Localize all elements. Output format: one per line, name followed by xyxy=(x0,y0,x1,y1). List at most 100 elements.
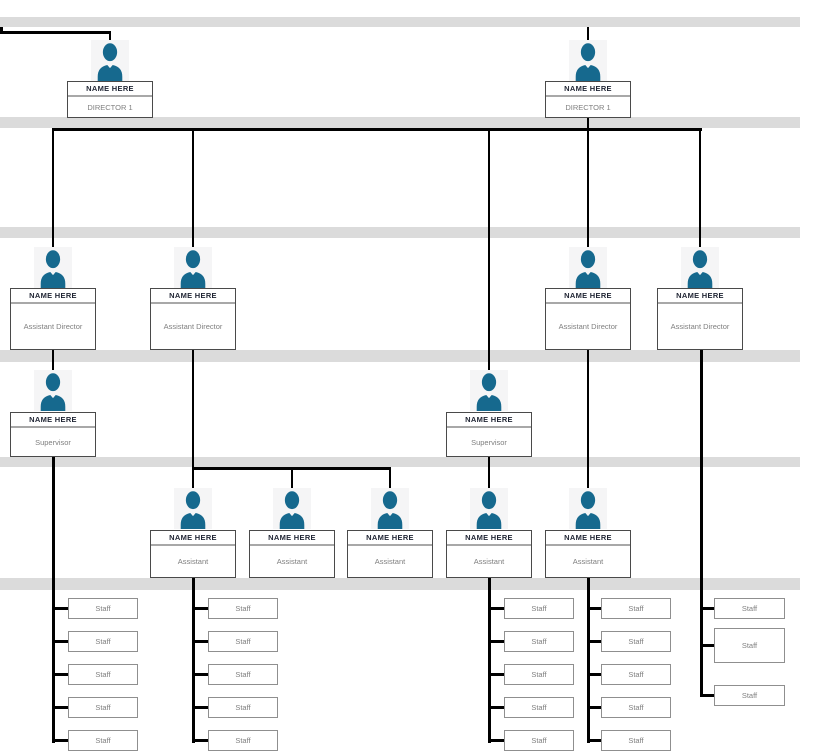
connector-line xyxy=(586,350,589,489)
connector-line xyxy=(487,457,490,489)
lane-band-4 xyxy=(0,350,800,362)
staff-col-2-staff-box-5[interactable]: Staff xyxy=(208,730,278,751)
connector-stub xyxy=(588,739,603,742)
node-box-assistant-4[interactable]: NAME HERE Assistant xyxy=(446,530,532,578)
asst-director-4-person-icon[interactable] xyxy=(681,247,719,288)
connector-stub xyxy=(53,607,70,610)
staff-col-1-staff-box-5[interactable]: Staff xyxy=(68,730,138,751)
staff-col-5-staff-box-2[interactable]: Staff xyxy=(714,628,785,663)
person-silhouette-icon xyxy=(571,42,605,81)
person-silhouette-icon xyxy=(571,249,605,288)
asst-director-2-person-icon[interactable] xyxy=(174,247,212,288)
director-left-person-icon[interactable] xyxy=(91,40,129,81)
person-name-placeholder[interactable]: NAME HERE xyxy=(11,289,95,304)
connector-line xyxy=(586,128,589,249)
assistant-5-person-icon[interactable] xyxy=(569,488,607,529)
connector-line xyxy=(388,467,391,489)
person-name-placeholder[interactable]: NAME HERE xyxy=(546,531,630,546)
staff-col-3-staff-box-3[interactable]: Staff xyxy=(504,664,574,685)
node-box-director-left[interactable]: NAME HERE DIRECTOR 1 xyxy=(67,81,153,118)
staff-col-3-staff-box-4[interactable]: Staff xyxy=(504,697,574,718)
staff-col-2-staff-box-4[interactable]: Staff xyxy=(208,697,278,718)
person-role-title: Assistant Director xyxy=(558,322,618,331)
staff-col-4-staff-box-3[interactable]: Staff xyxy=(601,664,671,685)
lane-band-1 xyxy=(0,17,800,27)
person-name-placeholder[interactable]: NAME HERE xyxy=(250,531,334,546)
connector-line xyxy=(487,128,490,372)
person-role-title: Assistant xyxy=(473,557,505,566)
node-box-asst-director-2[interactable]: NAME HERE Assistant Director xyxy=(150,288,236,350)
staff-col-2-staff-box-1[interactable]: Staff xyxy=(208,598,278,619)
connector-stub xyxy=(53,706,70,709)
connector-line xyxy=(191,350,194,469)
person-role-title: Assistant Director xyxy=(23,322,83,331)
person-name-placeholder[interactable]: NAME HERE xyxy=(546,289,630,304)
connector-line xyxy=(699,350,703,697)
staff-col-1-staff-box-3[interactable]: Staff xyxy=(68,664,138,685)
person-silhouette-icon xyxy=(373,490,407,529)
connector-stub xyxy=(193,706,210,709)
person-name-placeholder[interactable]: NAME HERE xyxy=(447,413,531,428)
staff-col-2-staff-box-3[interactable]: Staff xyxy=(208,664,278,685)
assistant-4-person-icon[interactable] xyxy=(470,488,508,529)
person-name-placeholder[interactable]: NAME HERE xyxy=(151,289,235,304)
director-right-person-icon[interactable] xyxy=(569,40,607,81)
connector-stub xyxy=(489,706,506,709)
person-role-title: DIRECTOR 1 xyxy=(87,102,133,112)
connector-line xyxy=(586,118,589,130)
assistant-3-person-icon[interactable] xyxy=(371,488,409,529)
asst-director-3-person-icon[interactable] xyxy=(569,247,607,288)
person-role-title: Assistant xyxy=(177,557,209,566)
staff-col-3-staff-box-5[interactable]: Staff xyxy=(504,730,574,751)
supervisor-2-person-icon[interactable] xyxy=(470,370,508,411)
assistant-1-person-icon[interactable] xyxy=(174,488,212,529)
person-name-placeholder[interactable]: NAME HERE xyxy=(348,531,432,546)
staff-col-5-staff-box-3[interactable]: Staff xyxy=(714,685,785,706)
lane-band-2 xyxy=(0,117,800,128)
person-silhouette-icon xyxy=(472,372,506,411)
person-name-placeholder[interactable]: NAME HERE xyxy=(11,413,95,428)
person-name-placeholder[interactable]: NAME HERE xyxy=(658,289,742,304)
person-name-placeholder[interactable]: NAME HERE xyxy=(447,531,531,546)
person-name-placeholder[interactable]: NAME HERE xyxy=(546,82,630,97)
person-name-placeholder[interactable]: NAME HERE xyxy=(68,82,152,97)
staff-col-1-staff-box-4[interactable]: Staff xyxy=(68,697,138,718)
staff-col-3-staff-box-2[interactable]: Staff xyxy=(504,631,574,652)
staff-col-4-staff-box-4[interactable]: Staff xyxy=(601,697,671,718)
staff-col-4-staff-box-1[interactable]: Staff xyxy=(601,598,671,619)
staff-col-2-staff-box-2[interactable]: Staff xyxy=(208,631,278,652)
node-box-asst-director-3[interactable]: NAME HERE Assistant Director xyxy=(545,288,631,350)
connector-stub xyxy=(193,739,210,742)
connector-stub xyxy=(53,739,70,742)
person-silhouette-icon xyxy=(176,490,210,529)
staff-col-1-staff-box-1[interactable]: Staff xyxy=(68,598,138,619)
connector-stub xyxy=(193,607,210,610)
supervisor-1-person-icon[interactable] xyxy=(34,370,72,411)
staff-col-4-staff-box-5[interactable]: Staff xyxy=(601,730,671,751)
node-box-assistant-1[interactable]: NAME HERE Assistant xyxy=(150,530,236,578)
staff-col-5-staff-box-1[interactable]: Staff xyxy=(714,598,785,619)
staff-col-3-staff-box-1[interactable]: Staff xyxy=(504,598,574,619)
connector-stub xyxy=(489,673,506,676)
staff-col-1-staff-box-2[interactable]: Staff xyxy=(68,631,138,652)
person-silhouette-icon xyxy=(36,249,70,288)
person-name-placeholder[interactable]: NAME HERE xyxy=(151,531,235,546)
connector-stub xyxy=(489,640,506,643)
lane-band-3 xyxy=(0,227,800,238)
staff-col-4-staff-box-2[interactable]: Staff xyxy=(601,631,671,652)
asst-director-1-person-icon[interactable] xyxy=(34,247,72,288)
person-role-title: Assistant Director xyxy=(163,322,223,331)
assistant-2-person-icon[interactable] xyxy=(273,488,311,529)
connector-stub xyxy=(588,673,603,676)
node-box-asst-director-1[interactable]: NAME HERE Assistant Director xyxy=(10,288,96,350)
connector-stub xyxy=(588,640,603,643)
connector-stub xyxy=(489,739,506,742)
